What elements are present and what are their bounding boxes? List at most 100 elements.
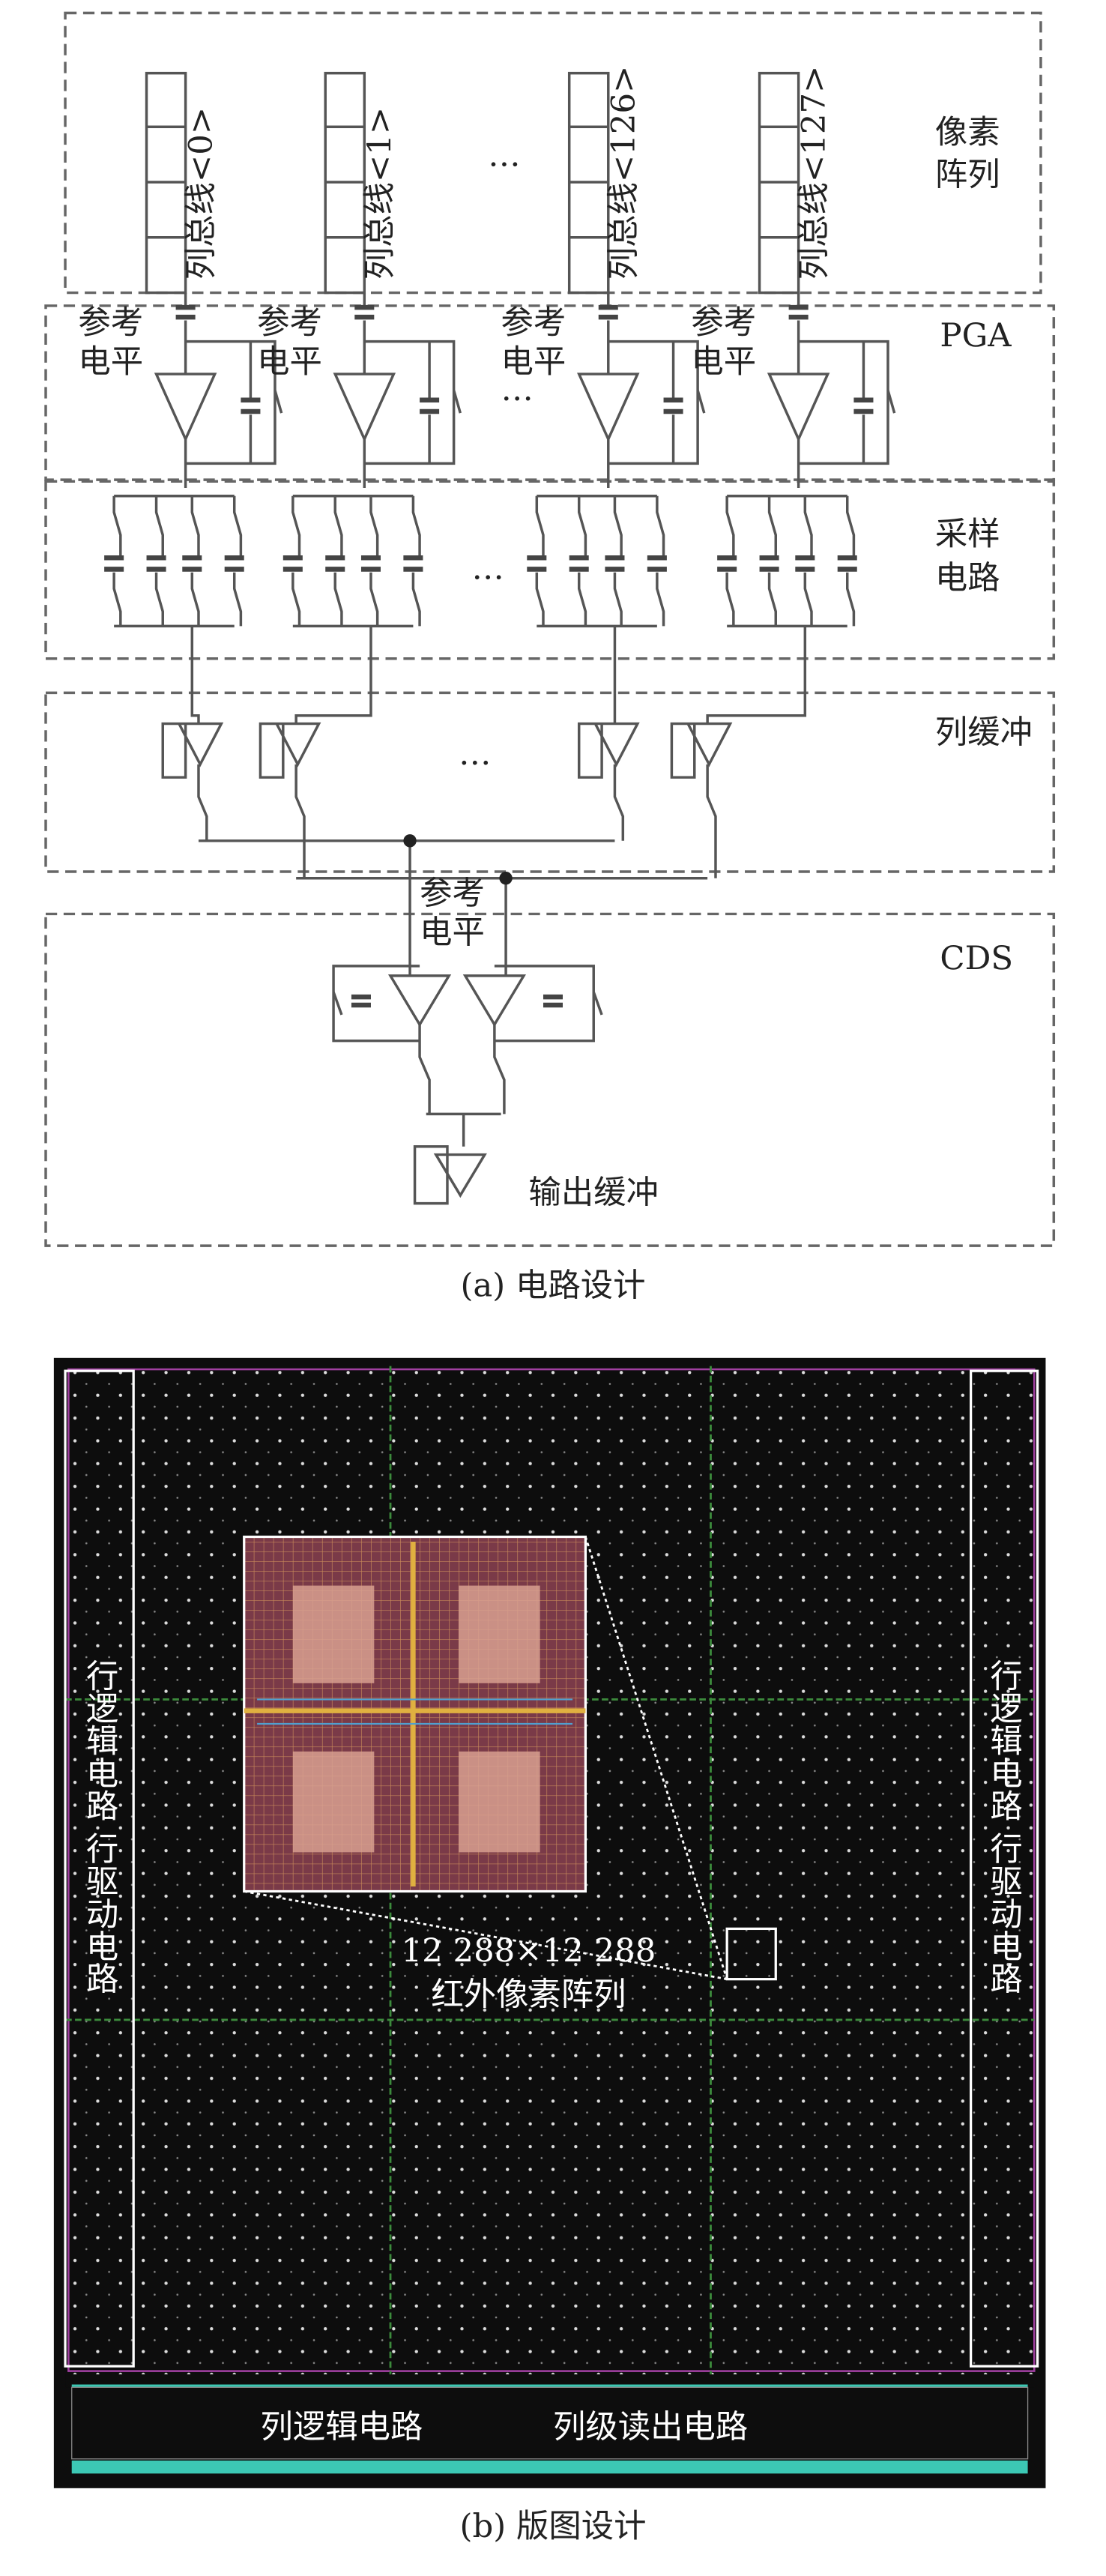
reference-level-label: 参考 [420,875,485,912]
column-readout-label: 列级读出电路 [553,2409,748,2446]
sampling-switch [846,495,856,627]
sampling-capacitor [403,555,423,572]
sampling-capacitor [104,555,124,572]
column-buffer-amplifier [670,722,733,779]
reference-level-label: 电平 [78,343,143,381]
reference-level-label: 电平 [420,914,485,951]
pga-amplifier [577,372,640,443]
column-buffer-amplifier [577,722,640,779]
ellipsis: … [501,371,534,408]
reference-level-label: 参考 [78,304,143,342]
feedback-capacitor [853,397,874,414]
array-name-label: 红外像素阵列 [431,1976,626,2013]
sampling-switch [232,495,243,627]
reset-switch [696,390,706,414]
reference-level-label: 参考 [501,304,566,342]
layout-design: 行逻辑电路 行驱动电路 行逻辑电路 行驱动电路 12 288×12 288 红外… [53,1357,1046,2545]
column-select-switch [294,764,306,878]
cds-block [44,912,1056,1247]
column-select-switch [613,764,625,841]
sampling-capacitor [647,555,667,572]
pga-block [44,304,1056,481]
feedback-capacitor [663,397,683,414]
sampling-capacitor [795,555,815,572]
ellipsis: … [488,136,520,174]
row-logic-driver-label-right: 行逻辑电路 行驱动电路 [985,1659,1022,1994]
sampling-label: 采样 [935,516,1000,553]
coupling-capacitor [598,304,618,320]
sampling-capacitor [182,555,202,572]
cds-amplifier [462,974,527,1028]
pga-amplifier [767,372,830,443]
sampling-switch [291,495,301,627]
sampling-capacitor [569,555,589,572]
column-bus-label: 列总线<127> [795,66,832,280]
feedback-capacitor [241,397,261,414]
junction-dot [403,834,417,848]
zoom-lines [244,1536,728,1981]
column-select-switch [197,764,208,841]
coupling-capacitor [175,304,196,320]
sampling-block [44,480,1056,660]
reference-level-label: 电平 [691,343,756,381]
sampling-capacitor [360,555,381,572]
coupling-capacitor [788,304,809,320]
column-circuit-strip [71,2386,1029,2460]
reference-level-label: 参考 [691,304,756,342]
sampling-capacitor [759,555,779,572]
sampling-switch [112,495,122,627]
zoom-source-box [725,1927,777,1981]
output-buffer [413,1144,487,1205]
reset-switch [274,390,283,414]
column-logic-label: 列逻辑电路 [260,2409,423,2446]
column-buffer-block [44,691,1056,873]
sampling-capacitor [527,555,547,572]
junction-dot [499,872,513,885]
sampling-switch [803,495,813,627]
pixel-array-label: 阵列 [935,156,1000,193]
reference-level-label: 参考 [257,304,322,342]
column-bus-label: 列总线<1> [361,107,399,280]
sampling-switch [535,495,545,627]
sampling-capacitor [837,555,857,572]
feedback-capacitor [420,397,440,414]
reset-switch [886,390,896,414]
cds-label: CDS [940,940,1013,977]
output-buffer-label: 输出缓冲 [528,1174,659,1212]
cds-circuit: 参考 电平 [332,834,603,1205]
pixel-layout-inset [243,1535,587,1893]
column-buffer-amplifier [161,722,224,779]
sampling-switch [577,495,587,627]
sampling-label: 电路 [935,559,1000,597]
row-circuit-box-left [64,1369,135,2368]
sampling-switch [411,495,421,627]
cds-amplifier [387,974,452,1028]
sampling-capacitor [717,555,737,572]
sampling-switch [369,495,379,627]
row-circuit-box-right [970,1369,1039,2368]
array-size-label: 12 288×12 288 [402,1932,656,1970]
sampling-capacitor [605,555,625,572]
column-select-switch [706,764,717,878]
pga-amplifier [154,372,217,443]
ellipsis: … [472,549,504,587]
pga-label: PGA [940,317,1012,355]
sampling-capacitor [224,555,244,572]
column-bus-label: 列总线<0> [182,107,220,280]
pixel-array-block [64,11,1042,295]
column-bus-label: 列总线<126> [605,66,642,280]
ellipsis: … [459,735,491,773]
reference-level-label: 电平 [501,343,566,381]
sampling-switch [767,495,778,627]
pixel-array-label: 像素 [935,114,1000,151]
column-buffer-amplifier [259,722,321,779]
sampling-switch [333,495,343,627]
column-buffer-label: 列缓冲 [935,714,1033,752]
caption-b: (b) 版图设计 [460,2508,647,2545]
sampling-switch [613,495,623,627]
sampling-capacitor [146,555,166,572]
